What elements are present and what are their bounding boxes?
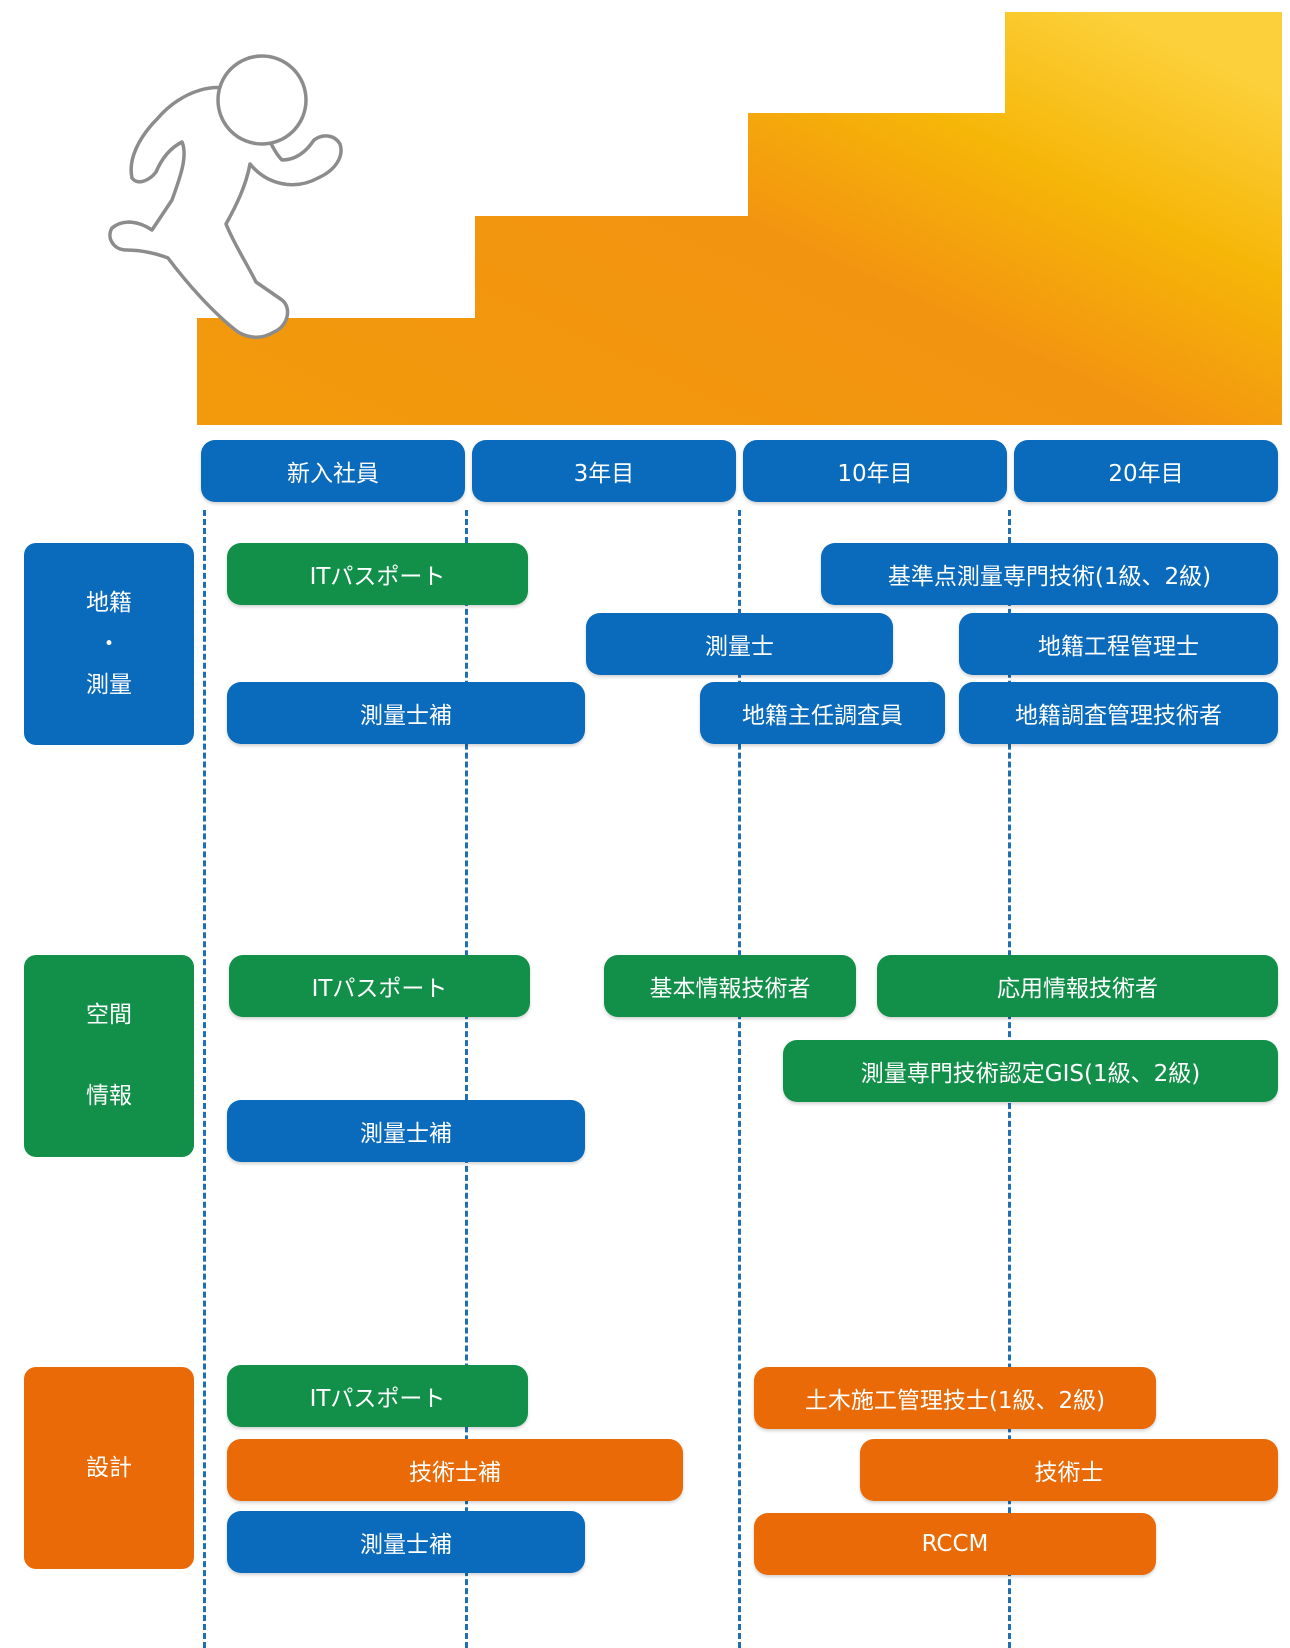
qualification-chiseki-chousa: 地籍調査管理技術者 [959, 682, 1278, 744]
category-label: ・ [97, 630, 121, 657]
category-design: 設計 [24, 1367, 194, 1569]
category-label: 測量 [86, 671, 132, 698]
running-person-icon [108, 54, 343, 339]
qualification-oyo-joho: 応用情報技術者 [877, 955, 1278, 1017]
period-new-employee: 新入社員 [201, 440, 465, 502]
timeline-divider [203, 510, 206, 1648]
qualification-kihon-joho: 基本情報技術者 [604, 955, 856, 1017]
qualification-doboku: 土木施工管理技士(1級、2級) [754, 1367, 1156, 1429]
qualification-it-passport: ITパスポート [229, 955, 530, 1017]
category-survey: 地籍 ・ 測量 [24, 543, 194, 745]
staircase-graphic [108, 12, 1282, 425]
timeline-divider [738, 510, 741, 1648]
qualification-sokuryoshiho: 測量士補 [227, 1100, 585, 1162]
qualification-gis: 測量専門技術認定GIS(1級、2級) [783, 1040, 1278, 1102]
qualification-rccm: RCCM [754, 1513, 1156, 1575]
category-label: 設計 [86, 1454, 132, 1481]
qualification-it-passport: ITパスポート [227, 543, 528, 605]
qualification-kijunten: 基準点測量専門技術(1級、2級) [821, 543, 1278, 605]
qualification-sokuryoshiho: 測量士補 [227, 1511, 585, 1573]
qualification-it-passport: ITパスポート [227, 1365, 528, 1427]
qualification-chiseki-koutei: 地籍工程管理士 [959, 613, 1278, 675]
qualification-gijutsushi: 技術士 [860, 1439, 1278, 1501]
category-label: 情報 [86, 1083, 132, 1109]
category-label: 空間 [86, 1002, 132, 1028]
timeline-divider [465, 510, 468, 1648]
period-year-20: 20年目 [1014, 440, 1278, 502]
period-year-10: 10年目 [743, 440, 1007, 502]
category-spatial-info: 空間 情報 [24, 955, 194, 1157]
qualification-chiseki-shunin: 地籍主任調査員 [700, 682, 945, 744]
qualification-sokuryoshi: 測量士 [586, 613, 893, 675]
category-label: 地籍 [86, 589, 132, 616]
qualification-gijutsushiho: 技術士補 [227, 1439, 683, 1501]
period-year-3: 3年目 [472, 440, 736, 502]
qualification-sokuryoshiho: 測量士補 [227, 682, 585, 744]
